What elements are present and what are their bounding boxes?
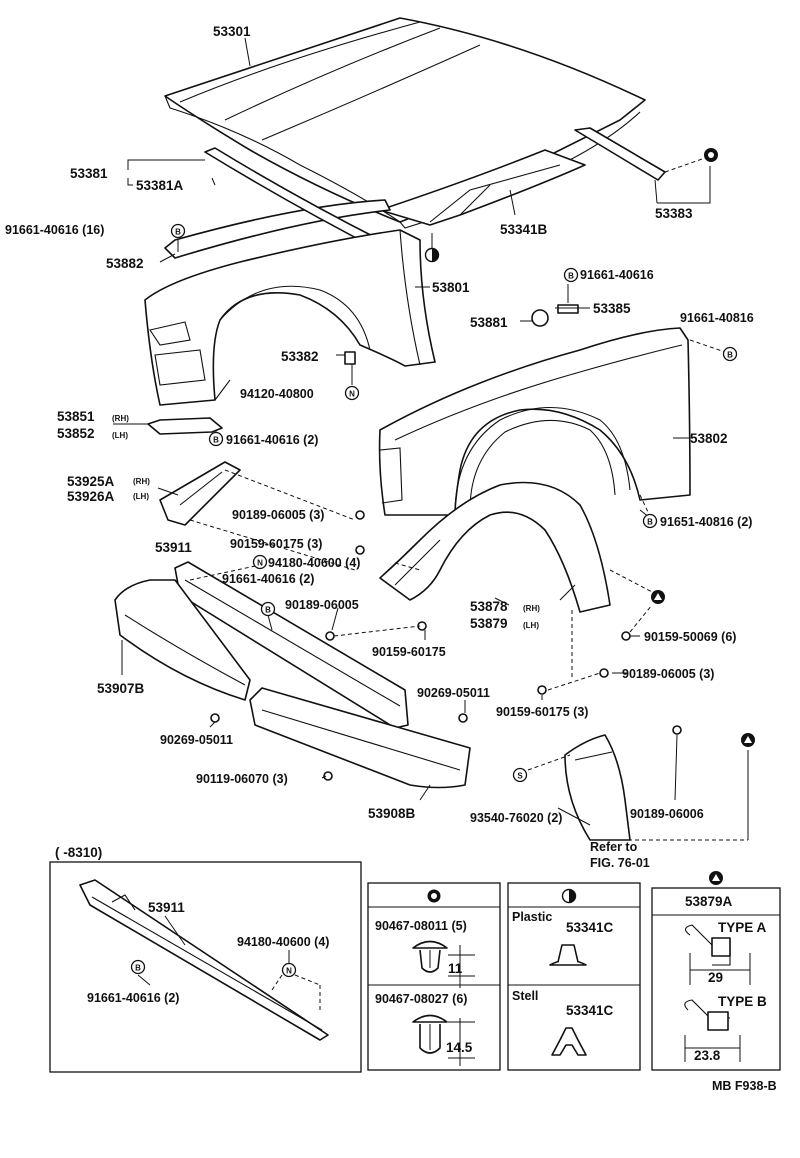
sym-b-4: B [213,436,219,445]
inset-plastic-label: Plastic [512,910,552,924]
inset-type-a: TYPE A [718,920,767,935]
label-clip-3a: 90189-06005 (3) [232,508,324,522]
lower-grille [114,579,251,701]
inset-8310-screw: 91661-40616 (2) [87,991,179,1005]
label-brace-lh-tag: (LH) [133,492,149,501]
sym-b-1: B [175,228,181,237]
label-nut-94120: 94120-40800 [240,387,314,401]
hood-lock-support [379,149,586,226]
hood-panel [164,17,646,229]
label-bracket-lh: 53852 [57,426,95,441]
inset-type-b-dim: 23.8 [694,1048,721,1063]
inset-clips: 90467-08011 (5) 11 90467-08027 (6) 14.5 [367,882,501,1071]
inset-8310-title: ( -8310) [55,845,102,860]
hood-stay [574,127,666,181]
label-screw-16: 91661-40616 (16) [5,223,104,237]
fender-apron [144,229,436,406]
label-nut-4: 94180-40600 (4) [268,556,360,570]
inset-stell-label: Stell [512,989,538,1003]
label-screw-6: 90159-50069 (6) [644,630,736,644]
label-screw-fender: 91651-40816 (2) [660,515,752,529]
label-brace-rh: 53925A [67,474,115,489]
label-hood-stay: 53383 [655,206,693,221]
label-refer-1: Refer to [590,840,638,854]
fender-liner [379,481,611,613]
fender-bracket [147,417,223,435]
label-screw-2b: 91661-40616 (2) [222,572,314,586]
label-liner-rh: 53878 [470,599,508,614]
front-fender [378,327,691,516]
circled-letter-symbols: B B B N B B N B S B N [130,223,738,978]
inset-material: Plastic 53341C Stell 53341C [507,882,641,1071]
label-clip-06006: 90189-06006 [630,807,704,821]
label-bracket-rh-tag: (RH) [112,414,129,423]
label-liner-lh-tag: (LH) [523,621,539,630]
part-labels: 53301 53381 53381A 53383 53341B 91661-40… [5,24,754,870]
label-bolt-3b: 90159-60175 (3) [496,705,588,719]
inset-clip2-dim: 14.5 [446,1040,473,1055]
mudguard [564,734,631,841]
label-screw-b: 91661-40816 [680,311,754,325]
inset-plastic-part: 53341C [566,920,614,935]
figure-code: MB F938-B [712,1079,777,1093]
label-bumper-stop: 53385 [593,301,631,316]
fender-brace [159,461,241,526]
label-refer-2: FIG. 76-01 [590,856,650,870]
label-mudguard-screw: 93540-76020 (2) [470,811,562,825]
label-bolt-single: 90159-60175 [372,645,446,659]
cowl-seal [164,147,401,259]
label-screw-3c: 90119-06070 (3) [196,772,288,786]
label-screw-2a: 91661-40616 (2) [226,433,318,447]
inset-type-b: TYPE B [718,994,767,1009]
label-hood-seal: 53381 [70,166,108,181]
inset-type: 53879A TYPE A 29 TYPE B 23.8 [651,887,781,1071]
inset-stell-part: 53341C [566,1003,614,1018]
inset-clip1-dim: 11 [448,961,463,976]
label-spoiler: 53908B [368,806,416,821]
label-bumper-cushion: 53881 [470,315,508,330]
sym-b-7: B [135,964,141,973]
sym-b-3: B [727,351,733,360]
sym-b-6: B [265,606,271,615]
leader-lines [113,37,749,841]
label-rivet-a: 90269-05011 [417,686,490,700]
inset-clip1-label: 90467-08011 (5) [375,919,467,933]
label-liner-rh-tag: (RH) [523,604,540,613]
label-fender: 53802 [690,431,728,446]
sym-n-1: N [349,390,355,399]
label-cowl-seal: 53882 [106,256,144,271]
inset-8310-nut: 94180-40600 (4) [237,935,329,949]
label-brace-lh: 53926A [67,489,115,504]
inset-type-a-dim: 29 [708,970,723,985]
label-hood-seal-clip: 53381A [136,178,184,193]
inset-clip2-label: 90467-08027 (6) [375,992,467,1006]
label-hood: 53301 [213,24,251,39]
label-liner-lh: 53879 [470,616,508,631]
sym-s: S [517,772,523,781]
label-cushion: 53382 [281,349,319,364]
label-lower-grille: 53907B [97,681,145,696]
label-bracket-rh: 53851 [57,409,95,424]
sym-b-5: B [647,518,653,527]
label-screw-a: 91661-40616 [580,268,654,282]
label-retainer: 53911 [155,540,192,555]
inset-type-part: 53879A [685,894,733,909]
sym-n-2: N [257,559,263,568]
legend-symbols [424,148,755,904]
sym-b-2: B [568,272,574,281]
label-clip-3b: 90189-06005 (3) [622,667,714,681]
label-brace-rh-tag: (RH) [133,477,150,486]
label-clip-single: 90189-06005 [285,598,359,612]
label-bolt-3a: 90159-60175 (3) [230,537,322,551]
label-apron: 53801 [432,280,470,295]
label-rivet-b: 90269-05011 [160,733,233,747]
label-hood-lock-support: 53341B [500,222,548,237]
inset-8310-part: 53911 [148,900,185,915]
front-spoiler [249,687,471,789]
sym-n-3: N [286,967,292,976]
inset-8310: ( -8310) 53911 94180-40600 (4) 91661-406… [49,845,362,1073]
label-bracket-lh-tag: (LH) [112,431,128,440]
hardware [210,304,682,781]
